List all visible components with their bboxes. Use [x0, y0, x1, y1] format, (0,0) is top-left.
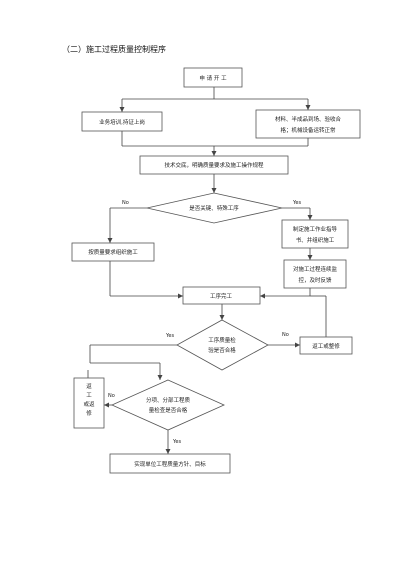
label-yes-3: Yes — [172, 439, 181, 445]
svg-text:是否关键、特殊工序: 是否关键、特殊工序 — [189, 204, 239, 212]
node-apply: 申 请 开 工 — [183, 67, 243, 88]
node-monitor: 对施工过程连续监 控，及时反馈 — [283, 259, 347, 289]
svg-text:对施工过程连续监: 对施工过程连续监 — [293, 265, 338, 273]
svg-text:材料、半成品到场、验收合: 材料、半成品到场、验收合 — [275, 115, 342, 123]
node-materials: 材料、半成品到场、验收合 格；机械设备运转正常 — [255, 109, 361, 139]
decision-inspect: 工序质量检 验是否合格 — [176, 319, 269, 371]
svg-text:分项、分部工程质: 分项、分部工程质 — [146, 396, 191, 404]
svg-text:验是否合格: 验是否合格 — [208, 346, 236, 354]
connectors — [87, 87, 327, 454]
node-complete: 工序完工 — [182, 286, 261, 305]
svg-text:工序质量检: 工序质量检 — [208, 336, 236, 344]
svg-text:技术交底，明确质量要求及施工操作规程: 技术交底，明确质量要求及施工操作规程 — [164, 161, 264, 169]
svg-text:实现单位工程质量方针、目标: 实现单位工程质量方针、目标 — [134, 460, 206, 468]
node-organize: 按质量要求组织施工 — [71, 242, 155, 262]
svg-text:返工或整修: 返工或整修 — [312, 342, 340, 350]
svg-text:控，及时反馈: 控，及时反馈 — [298, 276, 332, 284]
node-training: 业务培训,持证上岗 — [81, 111, 163, 132]
svg-text:返: 返 — [86, 383, 92, 390]
svg-text:申 请 开 工: 申 请 开 工 — [199, 74, 227, 82]
svg-text:制定施工作业指导: 制定施工作业指导 — [293, 225, 338, 233]
page-title: （二）施工过程质量控制程序 — [62, 45, 166, 54]
label-yes-2: Yes — [165, 333, 174, 339]
svg-text:量检查是否合格: 量检查是否合格 — [149, 406, 188, 414]
decision-subsection: 分项、分部工程质 量检查是否合格 — [111, 379, 225, 431]
node-tech-disclosure: 技术交底，明确质量要求及施工操作规程 — [139, 155, 289, 175]
node-make-guide: 制定施工作业指导 书、并组织施工 — [281, 219, 349, 249]
svg-text:工: 工 — [86, 392, 92, 399]
node-rework-left: 返 工 或返 修 — [73, 377, 105, 429]
svg-text:书、并组织施工: 书、并组织施工 — [296, 236, 335, 244]
svg-text:按质量要求组织施工: 按质量要求组织施工 — [88, 248, 138, 256]
label-yes-1: Yes — [292, 200, 301, 206]
label-no-1: No — [122, 200, 129, 206]
decision-key-process: 是否关键、特殊工序 — [146, 192, 283, 224]
svg-text:工序完工: 工序完工 — [210, 292, 233, 300]
label-no-3: No — [108, 393, 115, 399]
node-rework-right: 返工或整修 — [299, 336, 353, 355]
label-no-2: No — [282, 332, 289, 338]
svg-text:或返: 或返 — [83, 400, 95, 408]
node-goal: 实现单位工程质量方针、目标 — [109, 453, 231, 474]
svg-text:业务培训,持证上岗: 业务培训,持证上岗 — [99, 118, 145, 126]
svg-text:修: 修 — [86, 409, 92, 417]
svg-text:格；机械设备运转正常: 格；机械设备运转正常 — [280, 126, 336, 134]
